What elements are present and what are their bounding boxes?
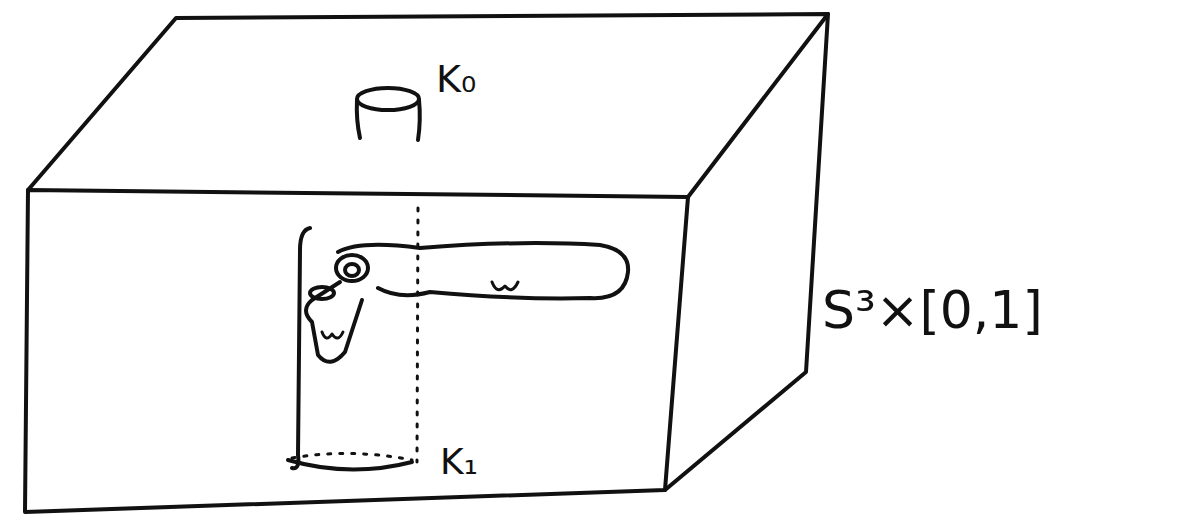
manifold-label: S³×[0,1] [822, 284, 1043, 336]
tube-wall [292, 228, 310, 468]
handle-hole [336, 255, 368, 281]
knot-label: K₁ [440, 444, 478, 480]
handle-hole-inner [345, 264, 359, 276]
knot-label: K₀ [436, 60, 476, 98]
k1-circle-front [288, 460, 412, 470]
twist-mark [492, 282, 518, 290]
tube-wall [418, 100, 420, 140]
k0-circle [357, 88, 419, 110]
handle [338, 243, 628, 298]
small-loop-end [310, 287, 334, 299]
k1-circle-back [292, 453, 412, 460]
box-right-face [665, 14, 828, 490]
box-front-face [25, 190, 688, 512]
twist-mark [322, 332, 343, 338]
tube-wall [357, 100, 360, 138]
box-top-face [28, 14, 828, 197]
small-loop [306, 282, 362, 362]
